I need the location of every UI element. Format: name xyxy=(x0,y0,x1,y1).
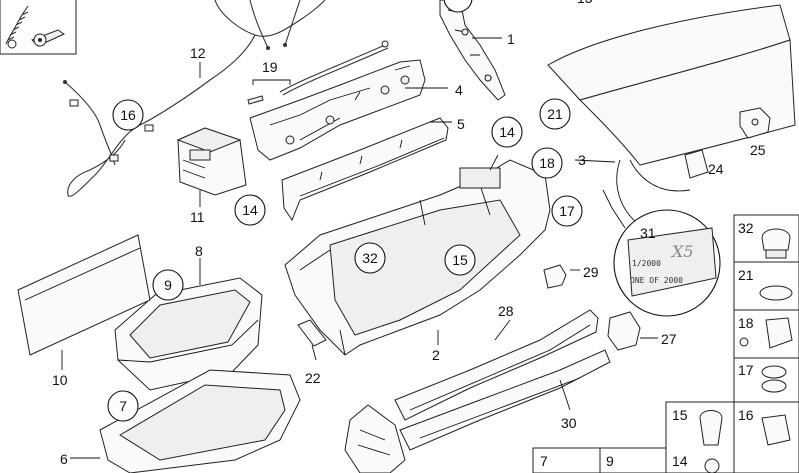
strip-28 xyxy=(394,309,599,421)
leader-lines xyxy=(61,37,658,459)
label-10: 10 xyxy=(52,372,68,388)
label-28: 28 xyxy=(498,303,514,319)
svg-text:7: 7 xyxy=(119,398,127,414)
label-12: 12 xyxy=(190,45,206,61)
rail-30 xyxy=(399,349,611,451)
label-1: 1 xyxy=(507,31,515,47)
callout-17: 17 xyxy=(551,195,583,227)
label-27: 27 xyxy=(661,331,677,347)
label-19: 19 xyxy=(262,59,278,75)
svg-text:24: 24 xyxy=(708,161,724,177)
label-8: 8 xyxy=(195,243,203,259)
side-label-9: 9 xyxy=(606,453,614,469)
cable-harness xyxy=(214,0,326,50)
callout-9: 9 xyxy=(152,269,184,301)
label-5: 5 xyxy=(457,116,465,132)
label-6: 6 xyxy=(60,451,68,467)
svg-text:32: 32 xyxy=(362,250,378,266)
svg-text:14: 14 xyxy=(499,124,515,140)
side-label-21: 21 xyxy=(738,267,754,283)
callout-15: 15 xyxy=(444,244,476,276)
badge-31: X5 ONE OF 2000 1/2000 xyxy=(602,189,721,317)
side-label-15: 15 xyxy=(672,407,688,423)
bracket-4 xyxy=(249,59,426,161)
label-2: 2 xyxy=(432,347,440,363)
label-30: 30 xyxy=(561,415,577,431)
svg-text:9: 9 xyxy=(164,277,172,293)
callout-14a: 14 xyxy=(234,194,266,226)
label-22: 22 xyxy=(305,370,321,386)
side-label-17: 17 xyxy=(738,362,754,378)
clip-24 xyxy=(684,149,709,179)
tray-8 xyxy=(114,277,263,391)
housing-2 xyxy=(284,159,551,356)
badge-serial: 1/2000 xyxy=(632,259,661,268)
panel-10 xyxy=(17,234,151,356)
label-11: 11 xyxy=(190,209,205,225)
side-label-32: 32 xyxy=(738,220,754,236)
callout-21: 21 xyxy=(539,98,571,130)
cable-12 xyxy=(63,34,256,197)
badge-model: X5 xyxy=(670,242,694,261)
callout-7: 7 xyxy=(107,390,139,422)
badge-edition: ONE OF 2000 xyxy=(630,276,683,285)
label-13-partial: 13 xyxy=(577,0,593,6)
latch-mechanism xyxy=(344,404,406,473)
rods-19 xyxy=(247,40,389,105)
callout-16: 16 xyxy=(112,99,144,131)
part-27 xyxy=(607,311,641,351)
label-31: 31 xyxy=(640,225,656,241)
svg-text:16: 16 xyxy=(120,107,136,123)
small-parts-panel xyxy=(532,214,799,473)
svg-text:14: 14 xyxy=(242,202,258,218)
callout-24: 24 xyxy=(708,161,724,177)
label-4: 4 xyxy=(455,82,463,98)
side-label-14: 14 xyxy=(672,453,688,469)
svg-text:17: 17 xyxy=(559,203,575,219)
label-29: 29 xyxy=(583,264,599,280)
svg-text:25: 25 xyxy=(750,142,766,158)
hinge-1 xyxy=(439,0,506,101)
callout-14b: 14 xyxy=(491,116,523,148)
clip-25 xyxy=(739,107,771,139)
part-29 xyxy=(543,264,567,289)
bar-5 xyxy=(281,117,449,222)
svg-text:15: 15 xyxy=(452,252,468,268)
callout-25: 25 xyxy=(750,142,766,158)
callout-32: 32 xyxy=(354,242,386,274)
svg-text:21: 21 xyxy=(547,106,563,122)
box-6 xyxy=(99,369,301,473)
lid-3 xyxy=(547,4,796,226)
callout-18: 18 xyxy=(531,147,563,179)
inset-spring-clip xyxy=(0,0,77,55)
module-11 xyxy=(176,127,247,196)
part-22 xyxy=(297,319,327,347)
callout-top-partial xyxy=(443,0,473,13)
side-label-18: 18 xyxy=(738,315,754,331)
svg-text:18: 18 xyxy=(539,155,555,171)
side-label-16: 16 xyxy=(738,407,754,423)
label-3: 3 xyxy=(578,152,586,168)
side-label-7: 7 xyxy=(540,453,548,469)
